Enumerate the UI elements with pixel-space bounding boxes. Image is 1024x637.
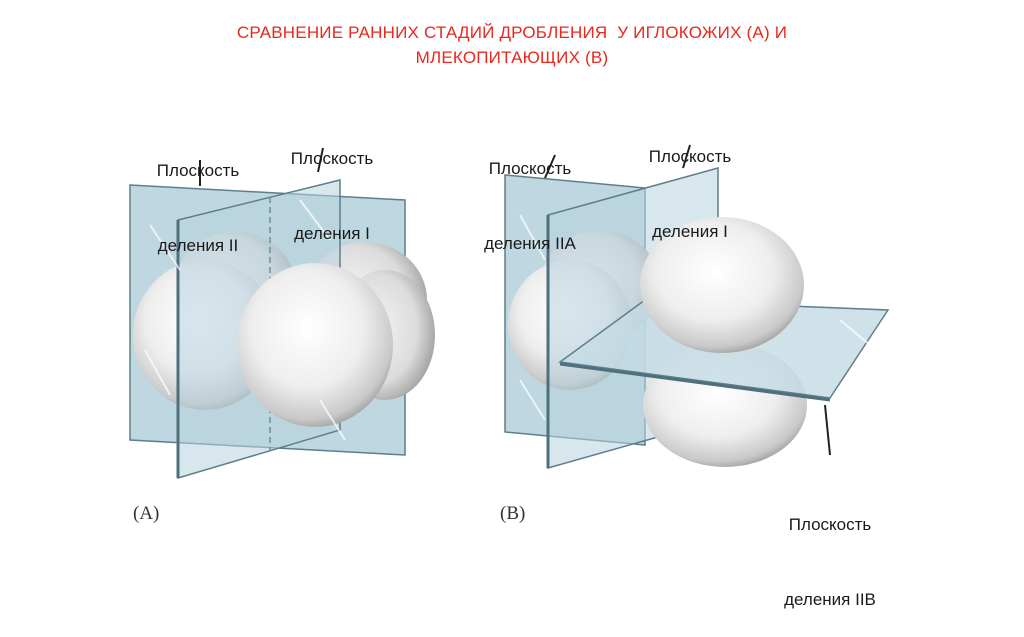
label-plane-1-line1: Плоскость <box>290 149 374 168</box>
label-plane-2: Плоскость деления II <box>128 108 268 283</box>
cell-front <box>237 263 393 427</box>
figure-a <box>129 147 435 480</box>
figure-b <box>504 144 890 469</box>
panel-label-a: (A) <box>133 503 160 524</box>
cell-b-upper <box>640 217 804 353</box>
panel-label-b: (B) <box>500 503 526 524</box>
label-plane-1-line2: деления I <box>294 224 370 243</box>
label-plane-2b: Плоскость деления IIB <box>755 462 905 637</box>
cleavage-diagram <box>129 144 890 480</box>
label-plane-2-line2: деления II <box>157 236 239 255</box>
label-plane-1-b-line2: деления I <box>652 222 728 241</box>
label-plane-1-b: Плоскость деления I <box>620 94 760 269</box>
label-plane-2b-line2: деления IIB <box>784 590 876 609</box>
leader-plane-2a <box>544 154 556 179</box>
plane-glare-a <box>144 199 346 441</box>
leader-plane-1-b <box>682 144 691 169</box>
title-line-1: СРАВНЕНИЕ РАННИХ СТАДИЙ ДРОБЛЕНИЯ У ИГЛО… <box>236 23 788 42</box>
title-line-2: МЛЕКОПИТАЮЩИХ (В) <box>415 48 609 67</box>
plane-2b-edge <box>559 362 831 402</box>
label-plane-1-b-line1: Плоскость <box>648 147 732 166</box>
leader-plane-1 <box>317 147 324 173</box>
slide-title: СРАВНЕНИЕ РАННИХ СТАДИЙ ДРОБЛЕНИЯ У ИГЛО… <box>0 20 1024 70</box>
label-plane-2a-line1: Плоскость <box>488 159 572 178</box>
label-plane-2a: Плоскость деления IIA <box>455 106 605 281</box>
label-plane-2a-line2: деления IIA <box>484 234 576 253</box>
label-plane-2-line1: Плоскость <box>156 161 240 180</box>
leader-plane-2b <box>824 404 831 456</box>
plane-glare-b <box>519 214 871 421</box>
label-plane-1: Плоскость деления I <box>262 96 402 271</box>
label-plane-2b-line1: Плоскость <box>788 515 872 534</box>
